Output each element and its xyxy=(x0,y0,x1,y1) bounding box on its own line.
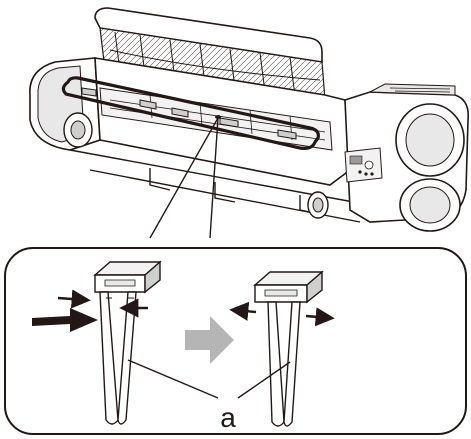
right-roll-holder xyxy=(307,191,329,219)
inset-leader-lines xyxy=(149,117,219,239)
paper-retainer-right xyxy=(253,270,324,427)
right-roll-unit xyxy=(395,103,465,232)
paper-retainers xyxy=(81,87,297,140)
paper-retainer-left xyxy=(93,260,162,425)
leader-origin-marker xyxy=(215,115,221,119)
squeeze-arrows-icon xyxy=(32,289,148,332)
control-dial-icon xyxy=(364,160,374,170)
printer xyxy=(29,7,470,232)
right-top-vents xyxy=(389,87,451,93)
release-arrows-icon xyxy=(229,301,335,327)
part-callout-label: a xyxy=(220,402,236,433)
top-cover xyxy=(94,7,323,63)
printer-right-top xyxy=(368,83,456,96)
callout-lines xyxy=(127,359,291,399)
lcd-display xyxy=(349,155,363,165)
left-roll-holder xyxy=(63,112,93,148)
right-arrow-icon xyxy=(185,316,234,364)
press-arrow-icon xyxy=(32,308,98,332)
printer-platen xyxy=(99,87,333,151)
control-panel xyxy=(344,147,383,183)
paper-retainer-highlight xyxy=(61,76,320,150)
